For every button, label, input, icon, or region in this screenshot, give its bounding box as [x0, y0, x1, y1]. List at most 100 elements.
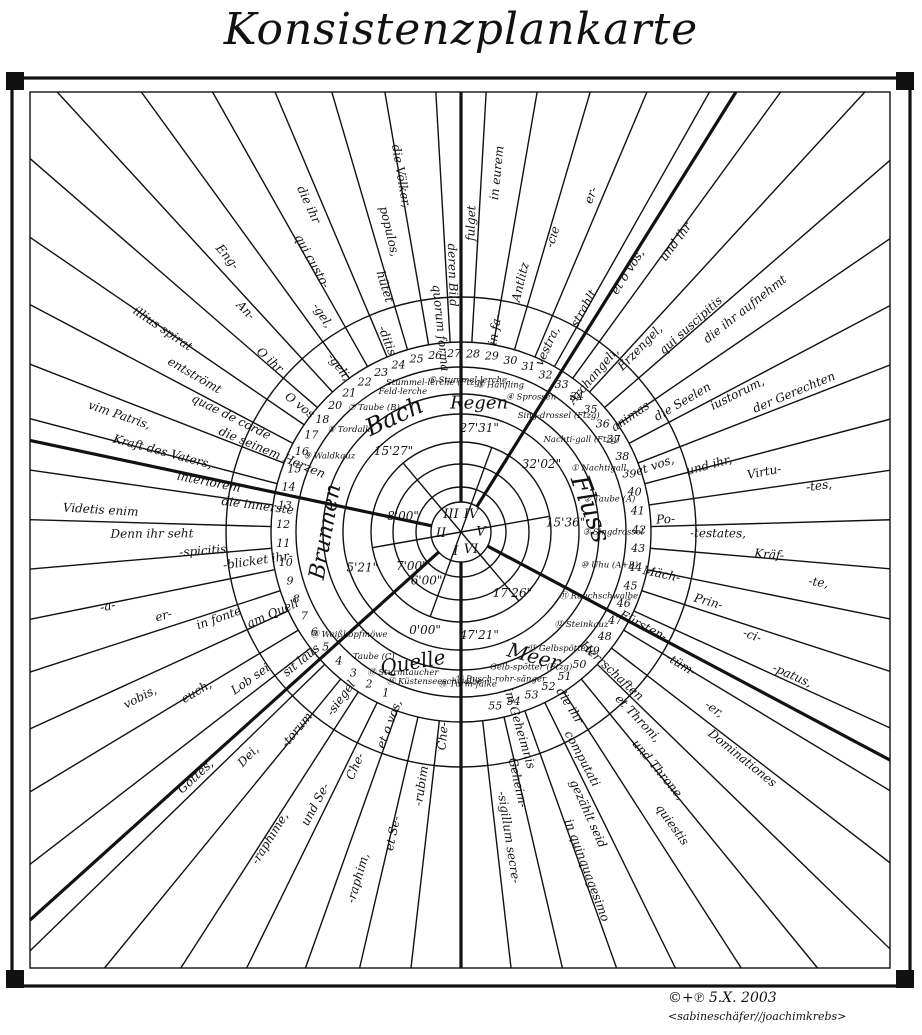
bird-label: Nachti-gall (Ftzg) — [542, 434, 619, 445]
verse-text: die ihr — [553, 685, 587, 727]
verse-text: -cie — [543, 224, 563, 249]
verse-text: vim Patris, — [87, 398, 153, 432]
verse-text: -patus, — [771, 661, 815, 690]
time-label: 6'00" — [411, 574, 443, 588]
radial-line — [503, 716, 564, 969]
verse-text: die Seelen — [652, 379, 714, 423]
radial-line — [410, 720, 441, 969]
verse-text: animas — [608, 398, 652, 434]
verse-text: qui custo- — [292, 232, 333, 291]
verse-text: Antlitz — [509, 260, 532, 304]
section-dividers — [28, 91, 891, 968]
radial-line — [588, 91, 866, 393]
radial-line — [29, 590, 281, 673]
radial-line — [29, 469, 274, 506]
verse-text: deren Bild — [445, 243, 461, 307]
time-label: 32'02" — [522, 457, 561, 471]
hub-spoke — [372, 531, 462, 549]
verse-text: An- — [233, 297, 258, 322]
verse-text: Denn ihr seht — [109, 526, 193, 541]
time-label: 0'00" — [409, 623, 441, 637]
verse-text: Eng- — [212, 241, 242, 272]
radial-line — [180, 691, 359, 969]
bird-label: ⑭ Busch-rohr-sänger — [455, 673, 547, 684]
ring-number: 42 — [631, 523, 646, 536]
radial-line — [56, 91, 334, 393]
verse-text: in fonte — [194, 603, 243, 632]
hub-spoke — [460, 515, 550, 533]
ring-number: 22 — [357, 375, 372, 388]
verse-text: und Throne, — [629, 737, 687, 803]
radial-line — [29, 518, 272, 528]
hub-spoke — [402, 462, 462, 533]
verse-text: Che- — [434, 722, 450, 751]
verse-text: und ihr — [657, 219, 695, 264]
verse-text: -testates, — [690, 526, 746, 540]
radial-line — [623, 629, 891, 792]
ring-number: 36 — [596, 417, 610, 430]
radial-line — [563, 691, 742, 969]
ring-number: 16 — [295, 445, 309, 458]
verse-text: der Gerechten — [751, 369, 838, 416]
bird-label: ② Taube (A) — [583, 494, 635, 505]
ring-number: 9 — [286, 574, 293, 587]
bird-label: ⑦ Taube (B) — [348, 402, 400, 413]
ring-number: 43 — [630, 542, 645, 555]
radial-line — [534, 91, 648, 358]
radial-line — [29, 303, 294, 444]
ring-number: 2 — [365, 677, 373, 690]
radial-line — [553, 91, 711, 367]
radial-line — [596, 663, 891, 950]
ring-number: 47 — [607, 614, 622, 627]
radial-line — [103, 678, 342, 969]
movement-iii: III — [442, 507, 459, 522]
radial-line — [492, 91, 538, 345]
section-divider — [475, 91, 738, 508]
radial-line — [650, 519, 891, 528]
verse-text: fulget — [463, 205, 478, 242]
ring-number: 49 — [585, 645, 600, 658]
verse-text: -te, — [808, 574, 830, 591]
verse-text: und ihr, — [685, 452, 734, 478]
radial-line — [647, 569, 891, 620]
bird-label: Taube (C) — [353, 651, 395, 662]
bird-label: ⑤ Hänfling — [477, 381, 525, 391]
radial-line — [29, 547, 272, 570]
verse-text: die innerste — [221, 494, 295, 517]
verse-text: er- — [581, 185, 600, 206]
ring-number: 17 — [304, 429, 318, 442]
time-label: 15'36" — [546, 515, 585, 529]
radial-line — [650, 547, 891, 570]
ring-number: 55 — [488, 700, 502, 713]
ring-number: 31 — [521, 360, 535, 373]
movement-v: V — [476, 525, 487, 540]
verse-text: -spicitis. — [179, 542, 231, 560]
radial-line — [29, 158, 318, 409]
ring-number: 54 — [507, 695, 521, 708]
bird-label: ⑬ Gelbspötter — [528, 643, 591, 654]
radial-line — [580, 678, 819, 969]
verse-text: er- — [153, 606, 173, 624]
ring-number: 53 — [525, 688, 539, 701]
radial-line — [435, 91, 451, 343]
ring-number: 7 — [301, 609, 308, 622]
radial-line — [331, 91, 409, 350]
ring-number: 33 — [555, 378, 569, 391]
ring-number: 34 — [570, 390, 584, 403]
ring-number: 13 — [278, 499, 292, 512]
verse-text: O vos — [282, 389, 317, 421]
ring-number: 28 — [465, 347, 480, 360]
radial-line — [641, 590, 891, 673]
bird-label: Sing-drossel (Ftzg) — [518, 410, 600, 421]
verse-text: die ihr — [294, 184, 324, 227]
time-label: 17'26" — [493, 586, 532, 600]
radial-line — [572, 91, 782, 379]
time-label: 5'21" — [346, 560, 378, 574]
verse-text: Po- — [655, 512, 676, 527]
corner-mark — [896, 970, 914, 988]
verse-text: Che- — [343, 750, 367, 781]
verse-text: illius spirat — [131, 303, 196, 353]
verse-text: -ditis — [375, 324, 399, 357]
verse-text: euch, — [179, 677, 215, 706]
bird-label: ⑨ Waldkauz — [304, 452, 356, 462]
